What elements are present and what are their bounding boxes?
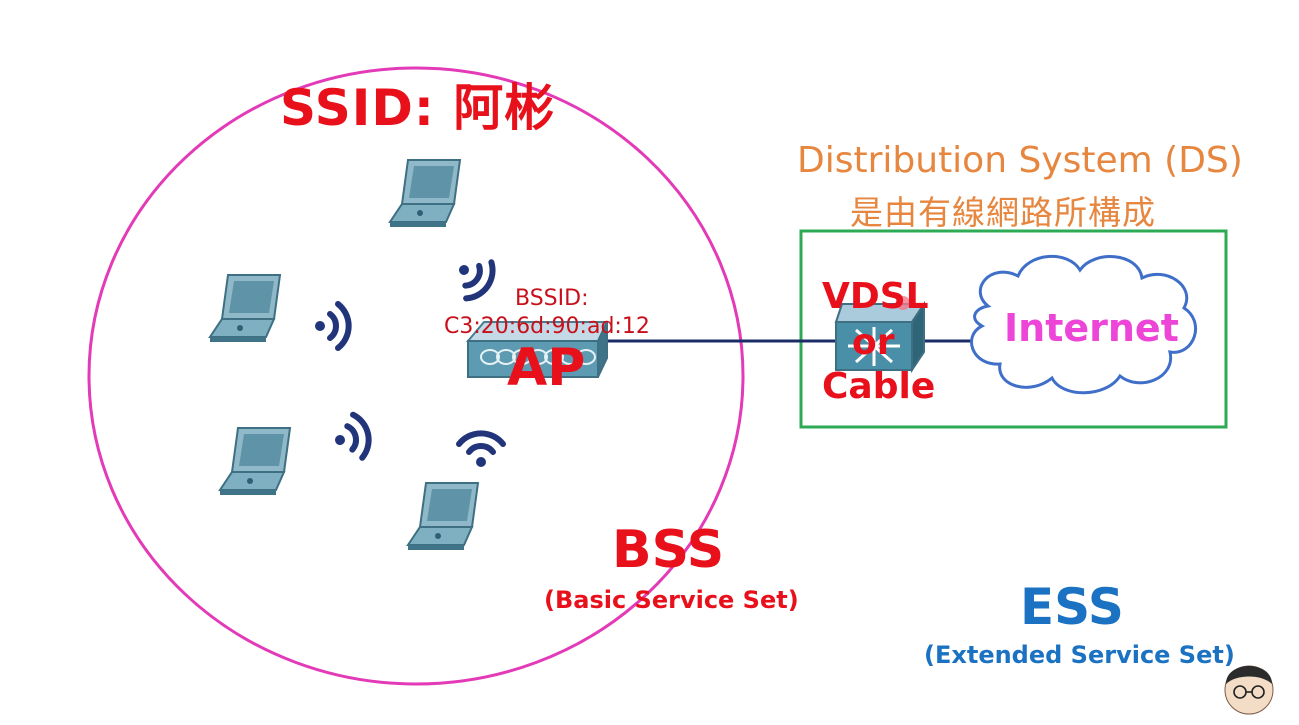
wifi-signal-icon xyxy=(331,413,373,463)
ssid-label: SSID: 阿彬 xyxy=(280,79,556,137)
internet-cloud-icon xyxy=(970,255,1197,395)
modem-label-cable: Cable xyxy=(822,366,936,407)
internet-label: Internet xyxy=(1004,306,1179,350)
ds-title: Distribution System (DS) xyxy=(797,140,1243,181)
distribution-system-box xyxy=(799,229,1228,429)
access-point-icon xyxy=(465,321,609,378)
ess-full-label: (Extended Service Set) xyxy=(924,641,1235,669)
ap-label: AP xyxy=(507,338,586,398)
avatar xyxy=(1224,665,1274,715)
ess-label: ESS xyxy=(1020,578,1124,636)
bssid-value: C3:20:6d:90:ad:12 xyxy=(444,314,650,339)
modem-label-vdsl: VDSL xyxy=(822,276,929,317)
modem-label-or: or xyxy=(852,322,895,363)
bss-label: BSS xyxy=(612,520,725,580)
modem-icon xyxy=(834,296,926,374)
bss-full-label: (Basic Service Set) xyxy=(544,586,799,614)
wifi-signal-icon xyxy=(459,433,503,467)
laptop-icon xyxy=(407,482,479,551)
bssid-label: BSSID: xyxy=(515,286,589,311)
laptop-icon xyxy=(389,159,461,228)
ds-subtitle: 是由有線網路所構成 xyxy=(850,193,1156,232)
wifi-signal-icon xyxy=(447,249,500,304)
bss-coverage-circle xyxy=(87,66,745,686)
laptop-icon xyxy=(219,427,291,496)
wifi-signal-icon xyxy=(315,304,349,348)
laptop-icon xyxy=(209,274,281,343)
